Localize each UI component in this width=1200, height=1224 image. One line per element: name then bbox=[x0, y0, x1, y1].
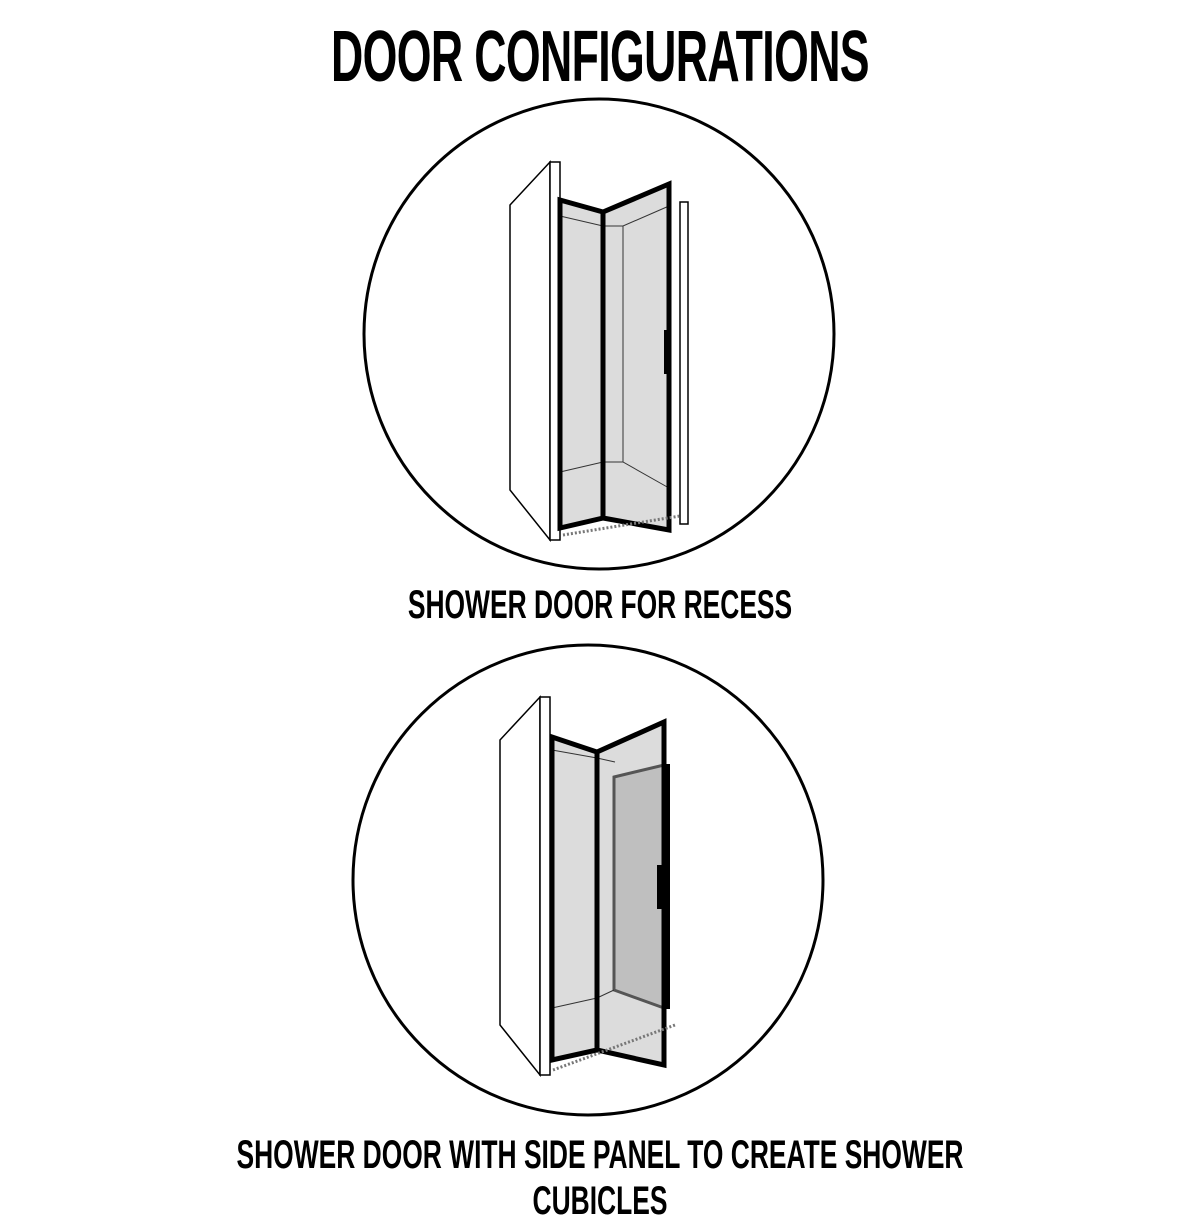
caption-recess: SHOWER DOOR FOR RECESS bbox=[407, 583, 793, 627]
page-title: DOOR CONFIGURATIONS bbox=[331, 17, 870, 97]
caption-side-panel: SHOWER DOOR WITH SIDE PANEL TO CREATE SH… bbox=[236, 1133, 964, 1223]
